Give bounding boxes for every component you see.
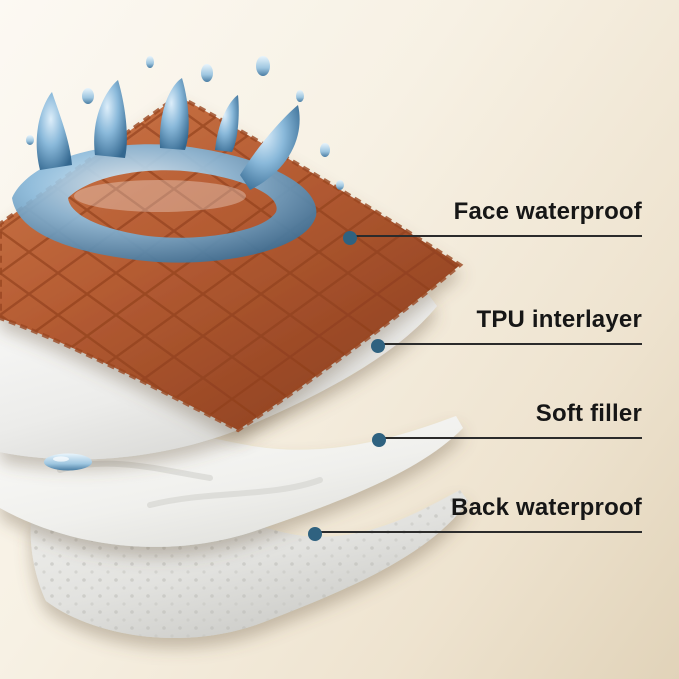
water-droplet [44,453,92,471]
callout-soft-filler: Soft filler [372,400,642,447]
layer-label-soft-filler: Soft filler [535,400,642,427]
callout-dot [343,231,357,245]
callout-face-waterproof: Face waterproof [343,198,642,245]
water-droplet [26,56,344,190]
callout-line [350,235,642,237]
layer-label-face-waterproof: Face waterproof [453,198,642,225]
callout-line [378,343,642,345]
layer-label-back-waterproof: Back waterproof [450,494,642,521]
layer-label-tpu-interlayer: TPU interlayer [476,306,642,333]
callout-dot [372,433,386,447]
callout-back-waterproof: Back waterproof [308,494,642,541]
callout-dot [308,527,322,541]
callout-line [315,531,642,533]
callout-line [379,437,642,439]
callout-tpu-interlayer: TPU interlayer [371,306,642,353]
callout-dot [371,339,385,353]
water-splash [12,56,344,263]
